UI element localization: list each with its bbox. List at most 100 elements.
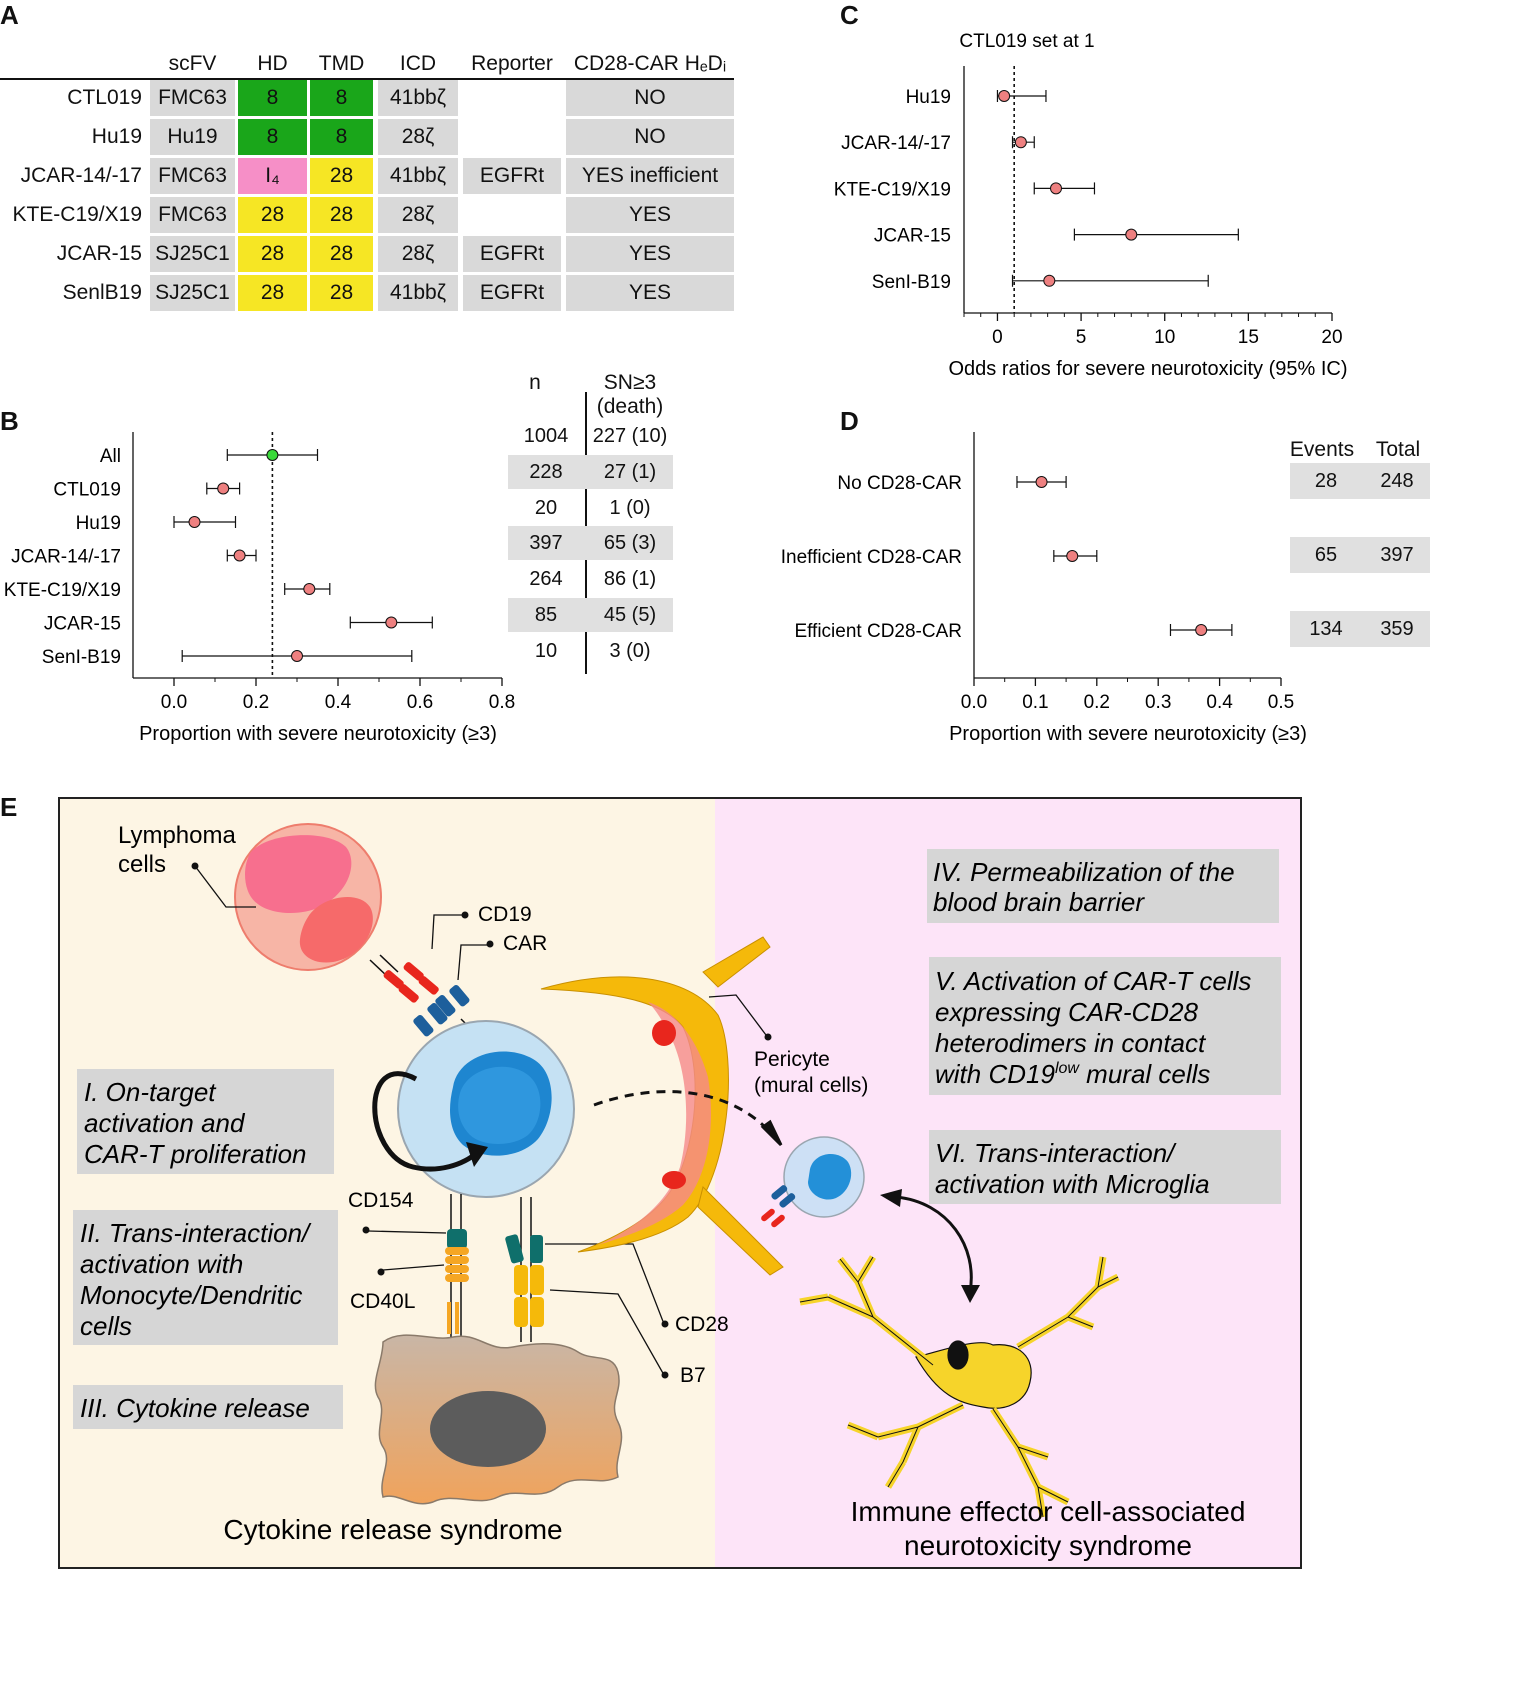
point-4 — [303, 583, 316, 595]
box1-line2: activation and — [84, 1108, 246, 1138]
table-d-total-2: 359 — [1380, 618, 1414, 640]
box-microglia-interaction: VI. Trans-interaction/ activation with M… — [929, 1130, 1281, 1204]
table-d-events-2: 134 — [1309, 618, 1343, 640]
table-a-cell-4-3: 28ζ — [378, 236, 458, 272]
table-a-row-label-2: JCAR-14/-17 — [20, 164, 142, 187]
point-0 — [998, 90, 1011, 102]
table-b-n-3: 397 — [529, 532, 563, 555]
box5-line2: expressing CAR-CD28 — [935, 997, 1199, 1027]
x-tick-label-1: 0.1 — [1022, 692, 1048, 713]
panel-e-label: E — [0, 792, 18, 822]
table-a-row-label-1: Hu19 — [91, 125, 142, 148]
table-b-sn-1: 27 (1) — [603, 460, 657, 483]
table-a-cell-5-2: 28 — [310, 275, 373, 311]
table-b-header-n: n — [529, 371, 541, 394]
table-a-cell-3-2: 28 — [310, 197, 373, 233]
category-label-2: Hu19 — [76, 513, 121, 534]
table-a-header-4: Reporter — [471, 52, 553, 75]
table-b-row-shade-3 — [508, 526, 673, 561]
x-tick-label-4: 0.4 — [1206, 692, 1233, 713]
table-a-header-0: scFV — [168, 52, 217, 75]
category-label-2: KTE-C19/X19 — [834, 179, 951, 200]
mechanism-diagram: Lymphoma cells CD19 CAR — [58, 797, 1302, 1569]
table-a-cell-3-0: FMC63 — [150, 197, 235, 233]
box-cytokine-release: III. Cytokine release — [73, 1385, 343, 1429]
cd28-pointer-line — [545, 1243, 665, 1325]
table-a-cell-5-1: 28 — [238, 275, 307, 311]
x-axis-label: Proportion with severe neurotoxicity (≥3… — [949, 723, 1307, 745]
panel-b-label: B — [0, 406, 19, 436]
car-pointer-dot — [486, 940, 494, 948]
box1-line3: CAR-T proliferation — [84, 1139, 307, 1169]
table-b-header-sn: SN≥3 — [603, 371, 657, 394]
table-b-sn-3: 65 (3) — [603, 532, 657, 555]
table-d-events-0: 28 — [1314, 470, 1338, 492]
box-on-target-activation: I. On-target activation and CAR-T prolif… — [77, 1069, 334, 1174]
panel-d-label: D — [840, 406, 859, 436]
caption-crs: Cytokine release syndrome — [223, 1514, 562, 1545]
table-a-cell-0-1: 8 — [238, 80, 307, 116]
point-3 — [1125, 228, 1138, 241]
table-b-row-shade-1 — [508, 454, 673, 489]
table-a-cell-4-4: EGFRt — [463, 236, 561, 272]
table-b-header-death: (death) — [596, 395, 664, 418]
table-a-header-rule — [0, 78, 734, 80]
label-cd154: CD154 — [348, 1189, 414, 1212]
label-cd19: CD19 — [478, 903, 532, 926]
box-mural-activation: V. Activation of CAR-T cells expressing … — [929, 957, 1281, 1095]
x-tick-label-4: 0.8 — [489, 692, 515, 713]
x-axis-label: Proportion with severe neurotoxicity (≥3… — [139, 723, 497, 745]
cd19-pointer-dot — [461, 911, 469, 919]
cd19-receptors — [369, 954, 439, 1003]
table-a-cell-0-4 — [463, 80, 561, 116]
point-2 — [1050, 182, 1062, 195]
table-d-total-1: 397 — [1380, 544, 1414, 566]
table-d-header-events: Events — [1289, 438, 1355, 461]
table-a-row-label-0: CTL019 — [67, 86, 142, 109]
microglia-neuron — [799, 1255, 1120, 1518]
proliferation-arrow — [372, 1071, 488, 1172]
box-bbb-permeabilization: IV. Permeabilization of the blood brain … — [927, 849, 1279, 923]
x-tick-label-5: 0.5 — [1268, 692, 1294, 713]
table-a-cell-3-4 — [463, 197, 561, 233]
category-label-0: No CD28-CAR — [837, 473, 962, 494]
table-a-cell-2-0: FMC63 — [150, 158, 235, 194]
table-d-total-0: 248 — [1380, 470, 1414, 492]
point-0 — [1035, 476, 1048, 488]
table-d-header-total: Total — [1375, 438, 1421, 461]
table-a-cell-3-3: 28ζ — [378, 197, 458, 233]
table-a-row-label-5: SenlB19 — [62, 281, 142, 304]
table-b-sn-4: 86 (1) — [603, 568, 657, 591]
category-label-0: Hu19 — [906, 87, 951, 108]
point-2 — [188, 516, 201, 528]
panel-c-label: C — [840, 0, 859, 30]
table-d-events-1: 65 — [1314, 544, 1338, 566]
table-a-cell-5-5: YES — [566, 275, 734, 311]
label-car: CAR — [503, 932, 547, 955]
table-a-row-label-4: JCAR-15 — [56, 242, 142, 265]
table-a-header-1: HD — [257, 52, 288, 75]
x-tick-label-1: 5 — [1076, 327, 1087, 348]
category-label-4: KTE-C19/X19 — [4, 580, 121, 601]
x-axis-label: Odds ratios for severe neurotoxicity (95… — [948, 358, 1347, 380]
cd19-pointer-line — [431, 914, 463, 950]
box5-line3: heterodimers in contact — [935, 1028, 1207, 1058]
car-pointer-line — [457, 944, 488, 981]
x-tick-label-3: 0.3 — [1145, 692, 1171, 713]
table-b-sn-2: 1 (0) — [609, 496, 651, 519]
table-a-cell-2-1: I₄ — [238, 158, 307, 194]
table-a-cell-2-5: YES inefficient — [566, 158, 734, 194]
cd28-b7-pair — [505, 1197, 544, 1342]
category-label-6: SenI-B19 — [42, 647, 121, 668]
diagram-frame — [58, 797, 1302, 1569]
box1-line1: I. On-target — [84, 1077, 217, 1107]
table-a-cell-0-0: FMC63 — [150, 80, 235, 116]
caption-icans-line2: neurotoxicity syndrome — [904, 1530, 1192, 1561]
box4-line1: IV. Permeabilization of the — [933, 857, 1235, 887]
caption-icans-line1: Immune effector cell-associated — [851, 1496, 1246, 1527]
table-d-row-shade-1 — [1290, 537, 1430, 573]
table-b-sn-5: 45 (5) — [603, 604, 657, 626]
category-label-1: CTL019 — [53, 480, 121, 501]
table-d-row-shade-0 — [1290, 463, 1430, 499]
